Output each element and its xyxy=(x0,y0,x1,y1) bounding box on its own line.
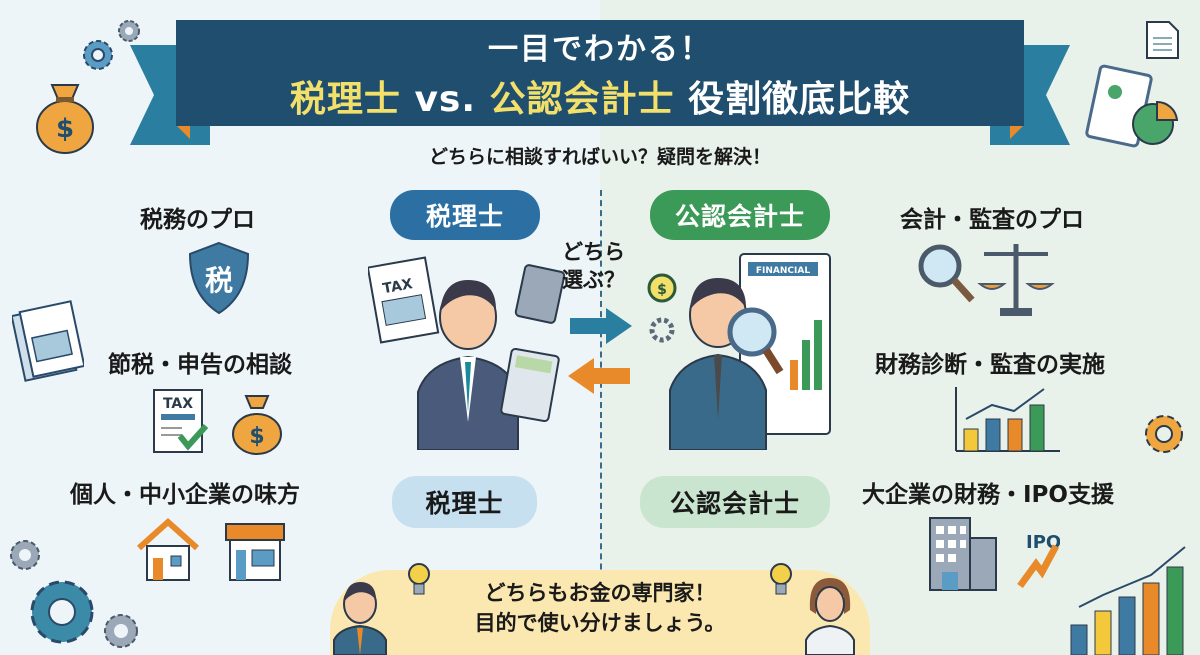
small-gear-icon xyxy=(118,20,140,42)
title-line1: 一目でわかる！ xyxy=(488,32,712,67)
cpa-label-top: 公認会計士 xyxy=(650,190,830,240)
shop-icon xyxy=(225,523,285,581)
svg-text:$: $ xyxy=(249,424,264,449)
subtitle: どちらに相談すればいい？疑問を解決！ xyxy=(428,146,771,168)
gear-icon xyxy=(10,540,40,570)
svg-text:$: $ xyxy=(56,114,74,144)
center-divider xyxy=(600,190,602,630)
tax-accountant-label-bottom: 税理士 xyxy=(392,476,537,528)
feature-large-corp-ipo: 大企業の財務・IPO支援 xyxy=(862,482,1114,508)
svg-text:税: 税 xyxy=(205,264,233,297)
clipboard-report-icon xyxy=(1085,64,1179,148)
tax-accountant-label-top: 税理士 xyxy=(390,190,540,240)
title-cpa: 公認会計士 xyxy=(489,79,675,120)
arrow-left-icon xyxy=(568,358,630,394)
summary-text: どちらもお金の専門家！ 目的で使い分けましょう。 xyxy=(330,578,870,638)
cpa-illustration: $ FINANCIAL xyxy=(647,253,831,450)
tax-shield-icon: 税 xyxy=(188,241,250,315)
gear-icon xyxy=(83,40,113,70)
house-icon xyxy=(136,518,200,581)
gear-icon xyxy=(104,614,138,648)
feature-tax-pro: 税務のプロ xyxy=(140,207,255,233)
male-advisor-avatar xyxy=(333,582,387,655)
tax-accountant-illustration: TAX xyxy=(368,256,566,450)
arrow-right-icon xyxy=(570,308,632,344)
money-bag-icon: $ xyxy=(36,84,94,154)
money-bag-icon: $ xyxy=(232,395,282,455)
spreadsheet-document-icon xyxy=(12,300,84,382)
feature-accounting-audit-pro: 会計・監査のプロ xyxy=(900,207,1084,233)
tax-doc-label: TAX xyxy=(381,276,414,297)
svg-text:$: $ xyxy=(657,282,667,298)
large-gear-icon xyxy=(30,580,94,644)
summary-line1: どちらもお金の専門家！ xyxy=(484,581,716,605)
cpa-label-bottom: 公認会計士 xyxy=(640,476,830,528)
question-line1: どちら xyxy=(562,240,625,264)
growth-chart-icon xyxy=(1070,546,1186,655)
document-icon xyxy=(1146,21,1179,59)
title-vs: vs. xyxy=(400,79,490,120)
magnifier-scale-icon xyxy=(918,244,1055,316)
feature-individuals-smb: 個人・中小企業の味方 xyxy=(70,482,300,508)
bar-chart-trend-icon xyxy=(955,387,1060,452)
feature-financial-audit: 財務診断・監査の実施 xyxy=(875,352,1105,378)
title-comparison: 役割徹底比較 xyxy=(674,79,911,120)
title-line2: 税理士 vs. 公認会計士 役割徹底比較 xyxy=(290,70,910,122)
summary-line2: 目的で使い分けましょう。 xyxy=(474,611,726,635)
svg-text:TAX: TAX xyxy=(163,396,193,412)
building-ipo-icon: IPO xyxy=(929,517,1060,591)
feature-tax-saving: 節税・申告の相談 xyxy=(108,352,292,378)
question-line2: 選ぶ？ xyxy=(562,268,625,292)
tax-form-check-icon: TAX xyxy=(153,389,209,453)
lightbulb-icon xyxy=(408,563,430,595)
lightbulb-icon xyxy=(770,563,792,595)
which-to-choose-text: どちら 選ぶ？ xyxy=(562,238,625,294)
title-banner: 一目でわかる！ 税理士 vs. 公認会計士 役割徹底比較 xyxy=(176,20,1024,126)
orange-gear-icon xyxy=(1145,415,1183,453)
title-tax-accountant: 税理士 xyxy=(289,79,401,120)
financial-doc-label: FINANCIAL xyxy=(756,266,810,276)
female-advisor-avatar xyxy=(805,578,855,655)
